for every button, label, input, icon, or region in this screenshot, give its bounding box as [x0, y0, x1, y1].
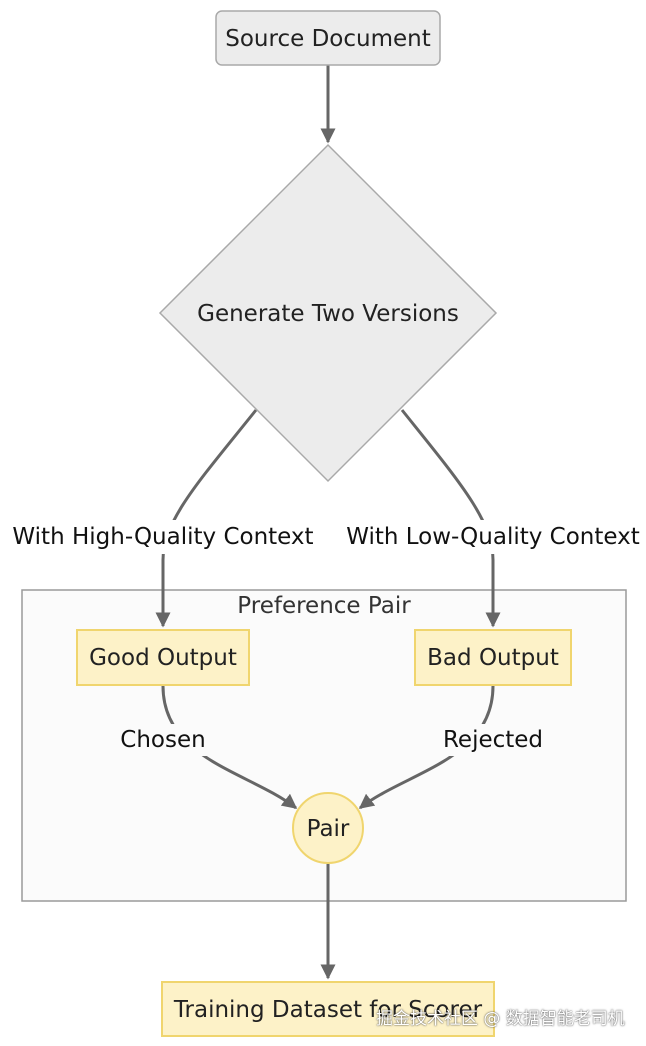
- edge-label-rejected: Rejected: [443, 727, 543, 753]
- node-label-training: Training Dataset for Scorer: [173, 997, 483, 1023]
- node-label-pair: Pair: [307, 816, 350, 842]
- node-label-generate: Generate Two Versions: [197, 301, 459, 327]
- node-pair: Pair: [292, 792, 364, 864]
- watermark-text: 掘金技术社区 @ 数据智能老司机: [376, 1009, 625, 1029]
- node-label-good: Good Output: [89, 645, 237, 671]
- node-label-source: Source Document: [225, 26, 430, 52]
- edge-good-to-pair: [161, 685, 298, 810]
- edge-label-chosen: Chosen: [120, 727, 205, 753]
- node-bad-output: Bad Output: [414, 629, 572, 686]
- cluster-title: Preference Pair: [237, 593, 411, 619]
- edge-labels: With High-Quality Context With Low-Quali…: [10, 520, 643, 756]
- node-label-bad: Bad Output: [427, 645, 559, 671]
- edge-bad-to-pair: [358, 685, 495, 810]
- node-training-dataset: Training Dataset for Scorer: [161, 981, 495, 1037]
- edge-label-low-quality: With Low-Quality Context: [346, 524, 640, 550]
- node-good-output: Good Output: [76, 629, 250, 686]
- node-source-document: Source Document: [215, 10, 441, 66]
- node-generate-versions: Generate Two Versions: [158, 143, 498, 483]
- edge-label-high-quality: With High-Quality Context: [12, 524, 313, 550]
